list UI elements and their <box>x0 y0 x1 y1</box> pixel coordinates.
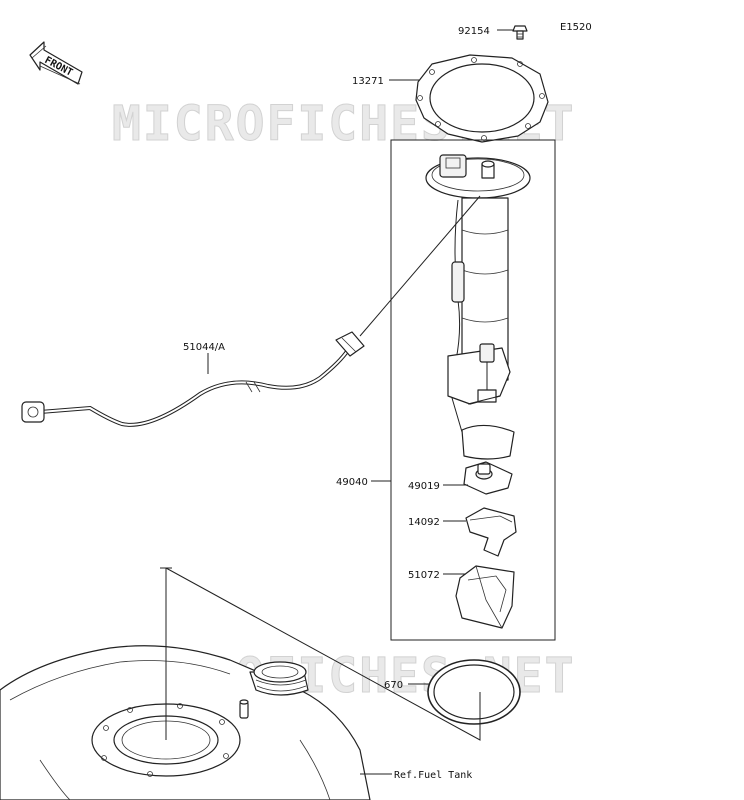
guide-line-diagonal <box>165 567 481 741</box>
part-number-670: 670 <box>384 680 403 691</box>
part-number-13271: 13271 <box>352 76 384 87</box>
part-number-14092: 14092 <box>408 517 440 528</box>
fuel-hose-51044-icon <box>21 331 365 427</box>
o-ring-670-icon <box>427 659 521 725</box>
part-number-49019: 49019 <box>408 481 440 492</box>
part-number-49040: 49040 <box>336 477 368 488</box>
strainer-49019-icon <box>463 461 513 495</box>
fuel-pump-assembly-icon <box>425 154 531 433</box>
reference-fuel-tank-label: Ref.Fuel Tank <box>394 770 472 781</box>
part-number-51072: 51072 <box>408 570 440 581</box>
diagram-code: E1520 <box>560 22 592 33</box>
filter-sock-icon <box>461 424 515 460</box>
cover-51072-icon <box>455 565 515 629</box>
part-number-51044: 51044/A <box>183 342 225 353</box>
bolt-92154-icon <box>512 25 528 40</box>
front-arrow-icon: FRONT <box>29 41 83 85</box>
gasket-13271-icon <box>415 54 549 143</box>
part-number-92154: 92154 <box>458 26 490 37</box>
leader-hose-to-pump <box>359 195 481 337</box>
assembly-box-49040 <box>390 139 556 641</box>
clip-14092-icon <box>465 507 517 557</box>
